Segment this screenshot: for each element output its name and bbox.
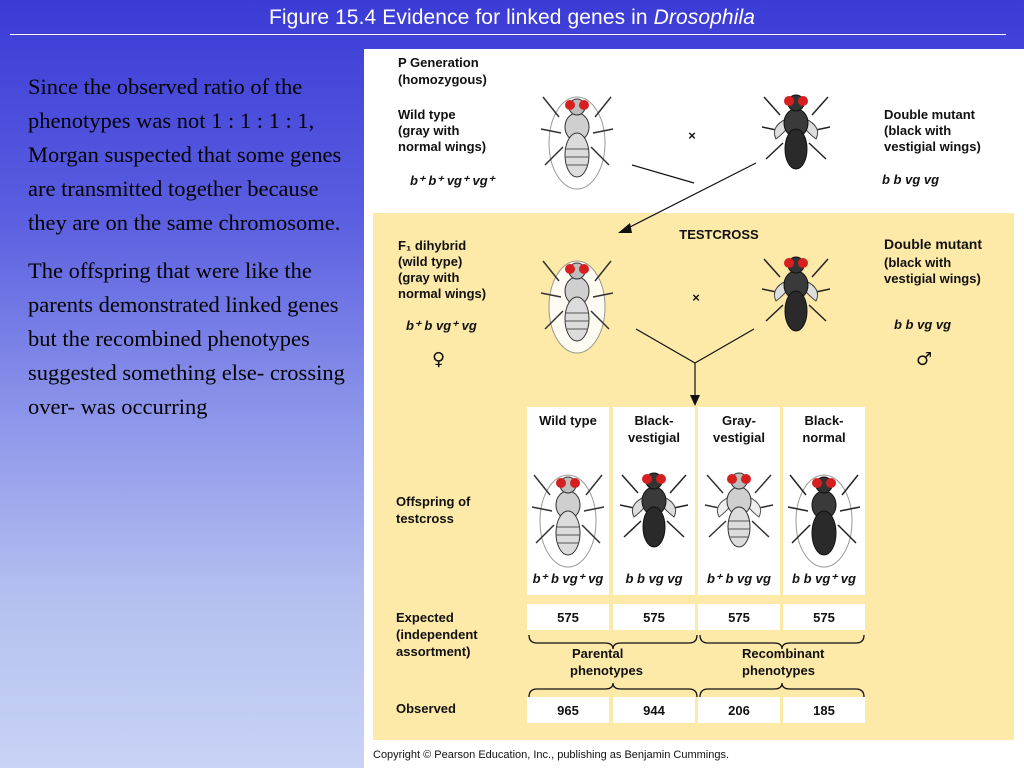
copyright-notice: Copyright © Pearson Education, Inc., pub… xyxy=(373,749,729,761)
testcross-right-label-1: Double mutant xyxy=(884,236,982,252)
offspring-genotype-3: b⁺ b vg vg xyxy=(707,571,771,586)
observed-value-3: 206 xyxy=(728,703,750,718)
f1-label-3: (gray with xyxy=(398,270,459,285)
offspring-genotype-1: b⁺ b vg⁺ vg xyxy=(533,571,604,586)
testcross-cross-symbol: × xyxy=(692,290,700,305)
p-left-genotype: b⁺ b⁺ vg⁺ vg⁺ xyxy=(410,173,497,188)
recombinant-lower-bracket xyxy=(699,682,865,698)
paragraph-1: Since the observed ratio of the phenotyp… xyxy=(28,74,342,235)
observed-cell-2 xyxy=(613,697,695,723)
offspring-genotype-4: b b vg⁺ vg xyxy=(792,571,856,586)
expected-label-1: Expected xyxy=(396,610,454,625)
parental-lower-bracket xyxy=(528,682,698,698)
paragraph-2: The offspring that were like the parents… xyxy=(28,258,345,419)
slide-title-italic: Drosophila xyxy=(653,6,756,29)
expected-value-2: 575 xyxy=(643,610,665,625)
slide-title: Figure 15.4 Evidence for linked genes in… xyxy=(0,6,1024,30)
p-left-label-1: Wild type xyxy=(398,107,456,122)
p-left-label-3: normal wings) xyxy=(398,139,486,154)
offspring-name-3b: vestigial xyxy=(713,430,765,445)
observed-cell-1 xyxy=(527,697,609,723)
p-generation-subheading: (homozygous) xyxy=(398,72,487,87)
expected-value-1: 575 xyxy=(557,610,579,625)
expected-value-4: 575 xyxy=(813,610,835,625)
offspring-name-4a: Black- xyxy=(804,413,843,428)
offspring-name-3a: Gray- xyxy=(722,413,756,428)
double-mutant-fly-icon xyxy=(761,94,831,170)
expected-label-2: (independent xyxy=(396,627,478,642)
testcross-right-label-3: vestigial wings) xyxy=(884,271,981,286)
offspring-row-label-1: Offspring of xyxy=(396,494,471,509)
p-generation-heading: P Generation xyxy=(398,55,479,70)
wild-type-fly-icon xyxy=(540,96,614,190)
expected-cell-3 xyxy=(698,604,780,630)
offspring-arrowhead xyxy=(690,395,700,406)
p-cross-arrow xyxy=(625,162,757,230)
expected-cell-4 xyxy=(783,604,865,630)
parental-label-1: Parental xyxy=(572,646,623,661)
slide-title-main: Figure 15.4 Evidence for linked genes in xyxy=(268,6,654,29)
title-divider xyxy=(10,34,1006,35)
parental-bracket xyxy=(528,634,698,650)
f1-genotype: b⁺ b vg⁺ vg xyxy=(406,318,477,333)
offspring-name-2a: Black- xyxy=(634,413,673,428)
parental-label-2: phenotypes xyxy=(570,663,643,678)
p-right-label-1: Double mutant xyxy=(884,107,976,122)
offspring-genotype-2: b b vg vg xyxy=(625,571,682,586)
observed-value-2: 944 xyxy=(643,703,665,718)
testcross-heading: TESTCROSS xyxy=(679,227,759,242)
p-cross-symbol: × xyxy=(688,128,696,143)
observed-value-1: 965 xyxy=(557,703,579,718)
testcross-right-label-2: (black with xyxy=(884,255,951,270)
p-left-line xyxy=(631,164,695,184)
figure-canvas: P Generation (homozygous) Wild type (gra… xyxy=(373,55,1014,761)
f1-label-4: normal wings) xyxy=(398,286,486,301)
female-symbol: ♀ xyxy=(432,349,445,370)
p-right-genotype: b b vg vg xyxy=(882,172,939,187)
f1-right-line xyxy=(694,328,755,364)
linked-genes-figure: P Generation (homozygous) Wild type (gra… xyxy=(364,49,1024,768)
f1-label-2: (wild type) xyxy=(398,254,462,269)
recombinant-bracket xyxy=(699,634,865,650)
slide-body-text: Since the observed ratio of the phenotyp… xyxy=(28,70,348,438)
p-right-label-2: (black with xyxy=(884,123,951,138)
recombinant-label-2: phenotypes xyxy=(742,663,815,678)
male-symbol: ♂ xyxy=(916,349,932,370)
observed-cell-4 xyxy=(783,697,865,723)
f1-left-line xyxy=(635,328,696,364)
observed-cell-3 xyxy=(698,697,780,723)
offspring-name-4b: normal xyxy=(802,430,845,445)
expected-cell-2 xyxy=(613,604,695,630)
expected-cell-1 xyxy=(527,604,609,630)
offspring-row-label-2: testcross xyxy=(396,511,454,526)
p-left-label-2: (gray with xyxy=(398,123,459,138)
p-right-label-3: vestigial wings) xyxy=(884,139,981,154)
p-cross-arrowhead xyxy=(618,223,632,233)
offspring-name-2b: vestigial xyxy=(628,430,680,445)
offspring-name-1: Wild type xyxy=(539,413,597,428)
observed-value-4: 185 xyxy=(813,703,835,718)
recombinant-label-1: Recombinant xyxy=(742,646,825,661)
observed-label: Observed xyxy=(396,701,456,716)
testcross-right-genotype: b b vg vg xyxy=(894,317,951,332)
expected-value-3: 575 xyxy=(728,610,750,625)
expected-label-3: assortment) xyxy=(396,644,470,659)
f1-label-1: F₁ dihybrid xyxy=(398,238,466,253)
